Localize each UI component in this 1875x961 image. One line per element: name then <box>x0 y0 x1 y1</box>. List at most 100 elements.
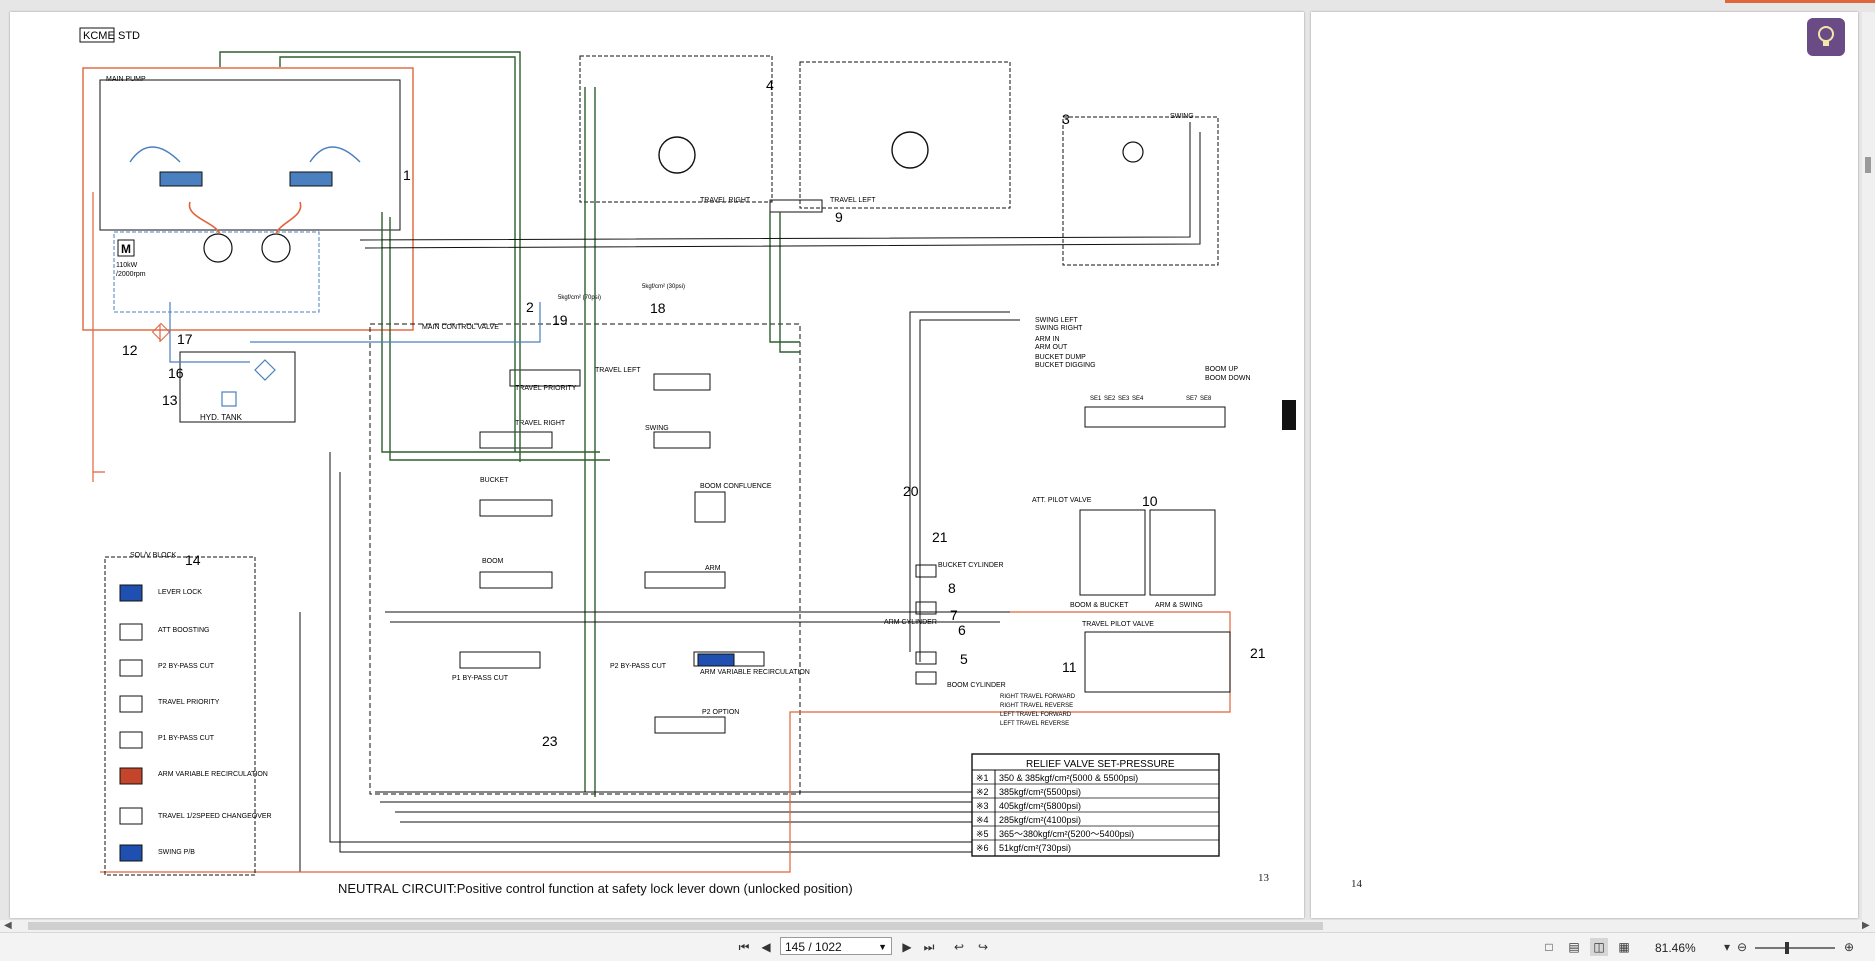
svg-text:20: 20 <box>903 483 919 499</box>
forward-view-icon[interactable]: ↪ <box>977 940 989 954</box>
hydraulic-circuit-diagram: KCME STD MAIN PUMP M 110kW /2000rpm HYD.… <box>79 27 1266 876</box>
zoom-out-icon[interactable]: ⊖ <box>1736 940 1748 954</box>
svg-text:17: 17 <box>177 331 193 347</box>
mcv-spools <box>459 369 765 734</box>
scroll-left-icon[interactable]: ◀ <box>4 920 12 931</box>
last-page-icon[interactable]: ⏭ <box>923 939 935 954</box>
sensor-labels: SE1 SE2 SE3 SE4 SE7 SE8 <box>1090 396 1212 402</box>
boom-label: BOOM <box>482 558 504 565</box>
continuous-page-icon[interactable]: ▤ <box>1568 940 1580 954</box>
svg-text:2: 2 <box>526 299 534 315</box>
svg-text:RIGHT TRAVEL FORWARD: RIGHT TRAVEL FORWARD <box>1000 694 1076 700</box>
svg-text:BOOM DOWN: BOOM DOWN <box>1205 375 1251 382</box>
first-page-icon[interactable]: ⏮ <box>738 939 750 954</box>
zoom-slider[interactable] <box>1755 942 1835 954</box>
drain-lines-blue <box>169 302 541 363</box>
arm-label: ARM <box>705 565 721 572</box>
pilot-signal-labels: SWING LEFT SWING RIGHT ARM IN ARM OUT BU… <box>1035 317 1251 382</box>
travel-left-motor <box>799 61 1011 209</box>
svg-text:BUCKET DUMP: BUCKET DUMP <box>1035 354 1086 361</box>
previous-page-icon[interactable]: ◀ <box>761 940 771 954</box>
page-dropdown-icon[interactable]: ▼ <box>878 942 887 952</box>
page-number-input[interactable]: 145 / 1022 ▼ <box>780 937 892 955</box>
page-edge-tab <box>1282 400 1296 430</box>
arm-variable-recirc-spool <box>697 653 735 667</box>
vertical-scroll-thumb[interactable] <box>1865 157 1871 173</box>
swing-motor-label: SWING <box>1170 113 1194 120</box>
travel-priority-label: TRAVEL PRIORITY <box>515 385 577 392</box>
motor-label: M <box>121 242 131 256</box>
motor-box <box>117 239 135 257</box>
pressure-sensor-bar <box>1084 406 1226 428</box>
svg-text:ARM OUT: ARM OUT <box>1035 344 1068 351</box>
svg-text:SWING RIGHT: SWING RIGHT <box>1035 325 1083 332</box>
swivel-joint <box>769 199 823 213</box>
regulator-lines <box>129 146 361 163</box>
travel-priority-sol-label: TRAVEL PRIORITY <box>158 699 220 706</box>
arm-cylinder-label: ARM CYLINDER <box>884 619 937 626</box>
svg-text:3: 3 <box>1062 111 1070 127</box>
att-pilot-valve-left <box>1079 509 1146 596</box>
svg-text:RIGHT TRAVEL REVERSE: RIGHT TRAVEL REVERSE <box>1000 703 1073 709</box>
pump-outline-red <box>82 67 414 331</box>
boom-bucket-label: BOOM & BUCKET <box>1070 602 1129 609</box>
svg-text:285kgf/cm²(4100psi): 285kgf/cm²(4100psi) <box>999 815 1081 825</box>
svg-text:SE1: SE1 <box>1090 396 1102 402</box>
bucket-label: BUCKET <box>480 477 509 484</box>
svg-text:SE8: SE8 <box>1200 396 1212 402</box>
page-number-13: 13 <box>1258 872 1269 884</box>
zoom-in-icon[interactable]: ⊕ <box>1843 940 1855 954</box>
horizontal-scrollbar[interactable]: ◀ ▶ <box>0 920 1875 932</box>
pressure-label-2: 5kgf/cm² (70psi) <box>558 295 601 301</box>
pump-pilot-lines <box>188 201 302 235</box>
p2-bypass-sol-label: P2 BY-PASS CUT <box>158 663 215 670</box>
svg-text:365〜380kgf/cm²(5200〜5400psi): 365〜380kgf/cm²(5200〜5400psi) <box>999 829 1134 839</box>
svg-text:ARM IN: ARM IN <box>1035 336 1060 343</box>
motor-spec-1: 110kW <box>116 262 138 269</box>
travel-pilot-valve <box>1084 631 1231 693</box>
arm-swing-label: ARM & SWING <box>1155 602 1203 609</box>
svg-text:5: 5 <box>960 651 968 667</box>
regulator-p1 <box>159 171 203 187</box>
svg-text:11: 11 <box>1062 659 1077 675</box>
two-page-continuous-icon[interactable]: ▦ <box>1618 940 1630 954</box>
callout-numbers: 1 2 3 4 5 6 7 8 9 10 11 12 13 14 16 17 1… <box>122 77 1266 749</box>
svg-text:18: 18 <box>650 300 666 316</box>
zoom-slider-knob[interactable] <box>1785 942 1789 954</box>
travel-left-motor-label: TRAVEL LEFT <box>830 197 876 204</box>
travel-speed-label: TRAVEL 1/2SPEED CHANGEOVER <box>158 813 272 820</box>
zoom-level[interactable]: 81.46% <box>1655 941 1696 955</box>
single-page-icon[interactable]: □ <box>1545 940 1553 954</box>
mcv-label: MAIN CONTROL VALVE <box>422 324 499 331</box>
p2-option-label: P2 OPTION <box>702 709 739 716</box>
kcme-label: KCME <box>83 30 115 42</box>
svg-text:21: 21 <box>1250 645 1266 661</box>
svg-text:BOOM UP: BOOM UP <box>1205 366 1238 373</box>
lightbulb-icon[interactable] <box>1807 18 1845 56</box>
zoom-menu-icon[interactable]: ▾ <box>1723 940 1731 954</box>
sol-block-label: SOL/V BLOCK <box>130 552 177 559</box>
svg-text:16: 16 <box>168 365 184 381</box>
next-page-icon[interactable]: ▶ <box>902 940 912 954</box>
two-page-icon[interactable]: ◫ <box>1590 938 1608 956</box>
travel-pilot-valve-label: TRAVEL PILOT VALVE <box>1082 621 1154 628</box>
svg-text:12: 12 <box>122 342 138 358</box>
back-view-icon[interactable]: ↩ <box>953 940 965 954</box>
travel-signal-labels: RIGHT TRAVEL FORWARD RIGHT TRAVEL REVERS… <box>1000 694 1076 727</box>
tank-frame <box>179 351 296 423</box>
travel-right-label: TRAVEL RIGHT <box>515 420 566 427</box>
motor-spec-2: /2000rpm <box>116 271 146 278</box>
svg-text:23: 23 <box>542 733 558 749</box>
horizontal-scroll-thumb[interactable] <box>28 922 1323 930</box>
svg-text:350 & 385kgf/cm²(5000 & 5500ps: 350 & 385kgf/cm²(5000 & 5500psi) <box>999 773 1138 783</box>
travel-left-label: TRAVEL LEFT <box>595 367 641 374</box>
svg-text:6: 6 <box>958 622 966 638</box>
vertical-scrollbar[interactable] <box>1862 12 1875 920</box>
att-pilot-valve-right <box>1149 509 1216 596</box>
swing-motor-symbol <box>1122 141 1144 163</box>
svg-text:8: 8 <box>948 580 956 596</box>
scroll-right-icon[interactable]: ▶ <box>1862 920 1870 931</box>
swing-label: SWING <box>645 425 669 432</box>
page-indicator: 145 / 1022 <box>785 940 842 954</box>
page-14: 14 <box>1311 12 1858 918</box>
